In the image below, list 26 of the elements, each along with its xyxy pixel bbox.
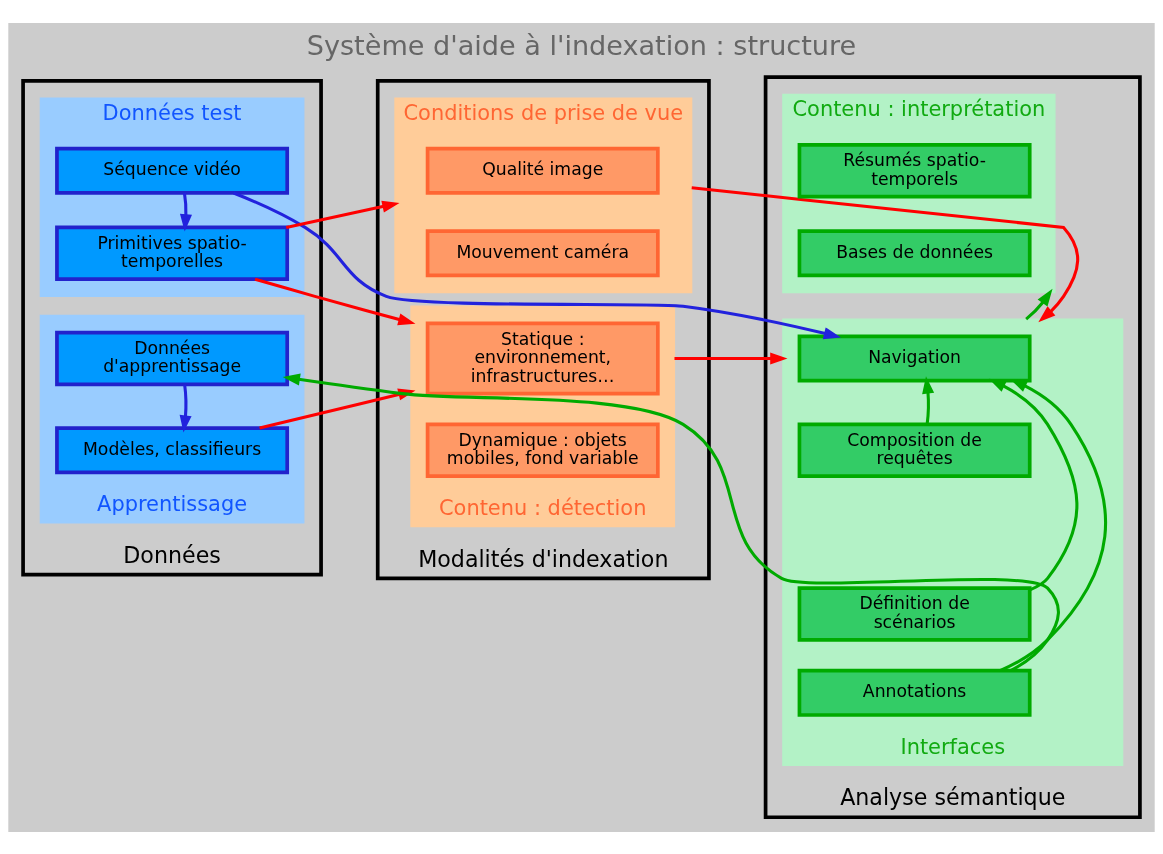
diagram-title: Système d'aide à l'indexation : structure — [306, 29, 857, 61]
node-box: Données d'apprentissage — [55, 330, 290, 386]
arrow — [674, 352, 788, 365]
node-box: Séquence vidéo — [55, 146, 290, 195]
arrow — [233, 191, 841, 339]
arrow — [282, 372, 1060, 672]
arrow — [285, 200, 400, 229]
node-box: Composition de requêtes — [797, 422, 1032, 478]
arrow — [254, 277, 416, 325]
arrow — [691, 185, 1080, 322]
arrow — [179, 192, 192, 232]
node-box: Bases de données — [797, 228, 1032, 277]
node-box: Mouvement caméra — [425, 228, 660, 277]
node-box: Définition de scénarios — [797, 585, 1032, 642]
node-box: Statique : environnement, infrastructures… — [425, 321, 660, 395]
node-box: Résumés spatio-temporels — [797, 142, 1032, 198]
arrow — [1025, 288, 1053, 320]
arrow — [179, 383, 192, 433]
node-box: Modèles, classifieurs — [55, 425, 290, 474]
node-box: Annotations — [797, 668, 1032, 717]
arrow — [922, 375, 935, 424]
node-box: Navigation — [797, 334, 1032, 383]
node-box: Dynamique : objets mobiles, fond variable — [425, 422, 660, 478]
node-box: Qualité image — [425, 146, 660, 195]
arrow — [988, 378, 1079, 591]
node-box: Primitives spatio-temporelles — [55, 225, 290, 281]
